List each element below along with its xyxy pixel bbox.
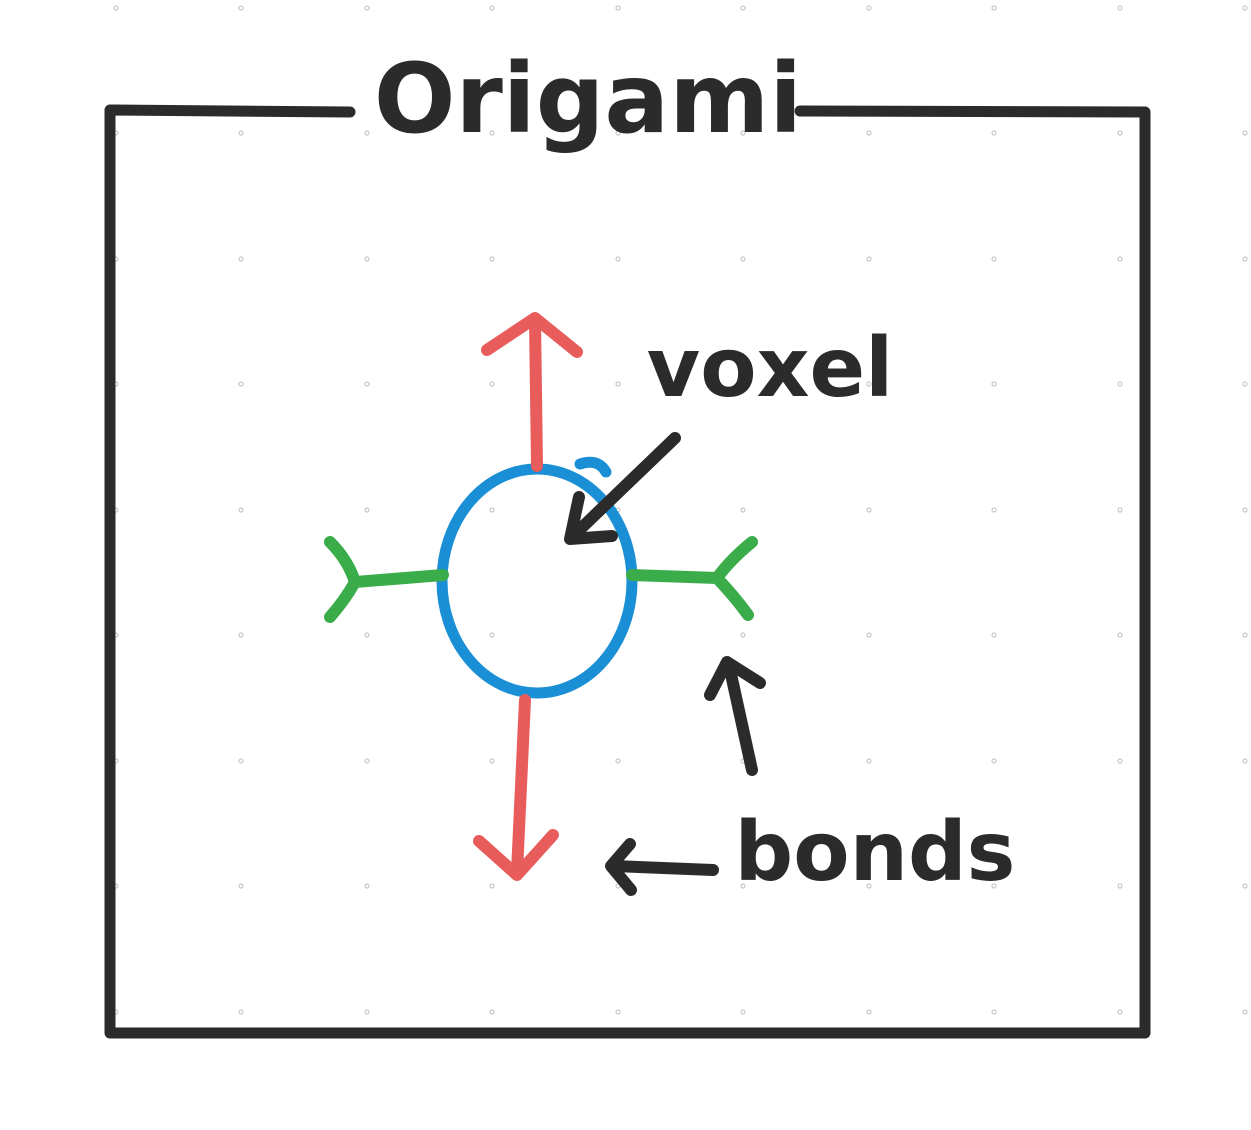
- grid-dot: [866, 1009, 872, 1015]
- grid-dot: [1117, 1009, 1123, 1015]
- grid-dot: [991, 758, 997, 764]
- grid-dot: [991, 1009, 997, 1015]
- grid-dot: [489, 883, 495, 889]
- grid-dot: [489, 1009, 495, 1015]
- grid-dot: [1242, 883, 1248, 889]
- bond-right-fork: [626, 536, 758, 621]
- grid-dot: [866, 5, 872, 11]
- grid-dot: [866, 256, 872, 262]
- voxel-label: voxel: [647, 321, 893, 416]
- grid-dot: [1117, 5, 1123, 11]
- grid-dot: [364, 507, 370, 513]
- grid-dot: [1242, 381, 1248, 387]
- grid-dot: [740, 883, 746, 889]
- grid-dot: [1117, 758, 1123, 764]
- grid-dot: [1242, 5, 1248, 11]
- grid-dot: [1117, 130, 1123, 136]
- grid-dot: [740, 507, 746, 513]
- grid-dot: [489, 130, 495, 136]
- grid-dot: [991, 507, 997, 513]
- grid-dot: [615, 758, 621, 764]
- grid-dot: [615, 5, 621, 11]
- grid-dot: [489, 758, 495, 764]
- grid-dot: [615, 256, 621, 262]
- grid-dot: [489, 5, 495, 11]
- grid-dot: [740, 130, 746, 136]
- grid-dot: [489, 632, 495, 638]
- grid-dot: [364, 256, 370, 262]
- grid-dot: [364, 381, 370, 387]
- grid-dot: [991, 381, 997, 387]
- grid-dot: [991, 883, 997, 889]
- grid-dot: [489, 507, 495, 513]
- grid-dot: [615, 130, 621, 136]
- frame: [104, 104, 1151, 1039]
- grid-dot: [740, 1009, 746, 1015]
- grid-dot: [238, 883, 244, 889]
- voxel-pointer-arrow: [564, 432, 681, 545]
- grid-dot: [1242, 758, 1248, 764]
- grid-dot: [1117, 507, 1123, 513]
- grid-dot: [1242, 632, 1248, 638]
- grid-dot: [364, 758, 370, 764]
- grid-dot: [238, 1009, 244, 1015]
- bonds-pointer-arrow-up: [704, 656, 766, 776]
- grid-dot: [1242, 130, 1248, 136]
- grid-dot: [489, 381, 495, 387]
- grid-dot: [238, 507, 244, 513]
- bonds-pointer-arrow-left: [605, 838, 719, 896]
- grid-dot: [740, 381, 746, 387]
- grid-dot: [991, 632, 997, 638]
- grid-dot: [1242, 256, 1248, 262]
- grid-dot: [866, 381, 872, 387]
- grid-dot: [238, 758, 244, 764]
- grid-dot: [866, 632, 872, 638]
- grid-dot: [238, 632, 244, 638]
- grid-dot: [866, 883, 872, 889]
- grid-dot: [866, 130, 872, 136]
- grid-dot: [991, 130, 997, 136]
- grid-dot: [364, 5, 370, 11]
- grid-dot: [364, 883, 370, 889]
- grid-dot: [1117, 632, 1123, 638]
- grid-dots: [113, 5, 1248, 1015]
- grid-dot: [1117, 381, 1123, 387]
- grid-dot: [866, 758, 872, 764]
- grid-dot: [866, 507, 872, 513]
- grid-dot: [364, 1009, 370, 1015]
- bonds-label: bonds: [735, 805, 1016, 900]
- grid-dot: [489, 256, 495, 262]
- grid-dot: [238, 130, 244, 136]
- grid-dot: [991, 256, 997, 262]
- grid-dot: [740, 5, 746, 11]
- frame-left-top-segment: [104, 104, 1151, 1039]
- bond-down-arrow: [473, 694, 559, 881]
- grid-dot: [364, 632, 370, 638]
- grid-dot: [740, 632, 746, 638]
- grid-dot: [364, 130, 370, 136]
- grid-dot: [1117, 883, 1123, 889]
- grid-dot: [113, 5, 119, 11]
- grid-dot: [615, 381, 621, 387]
- grid-dot: [991, 5, 997, 11]
- grid-dot: [238, 256, 244, 262]
- bond-up-arrow: [481, 312, 583, 472]
- grid-dot: [1242, 507, 1248, 513]
- grid-dot: [740, 256, 746, 262]
- grid-dot: [1242, 1009, 1248, 1015]
- bond-left-fork: [324, 536, 449, 623]
- grid-dot: [238, 5, 244, 11]
- grid-dot: [615, 1009, 621, 1015]
- voxel-node-overlap: [574, 456, 612, 478]
- grid-dot: [1117, 256, 1123, 262]
- diagram-title: Origami: [374, 43, 802, 155]
- grid-dot: [238, 381, 244, 387]
